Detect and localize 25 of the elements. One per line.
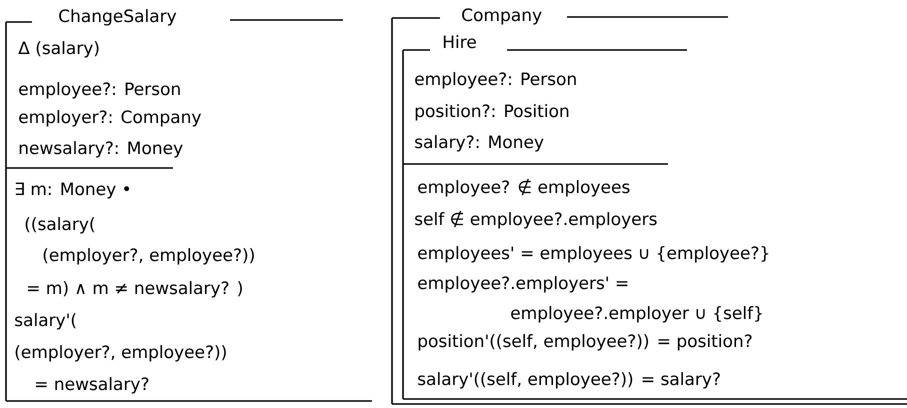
declaration: employee?: Person <box>19 82 180 99</box>
declaration: position?: Position <box>416 104 568 121</box>
predicate: employee? ∉ employees <box>418 178 630 197</box>
predicate: = m) ∧ m ≠ newsalary? ) <box>28 281 242 298</box>
predicate: employees' = employees ∪ {employee?} <box>418 246 768 263</box>
predicate: (employer?, employee?)) <box>16 345 226 362</box>
predicate: employee?.employer ∪ {self} <box>511 306 762 323</box>
declaration: salary?: Money <box>415 135 544 152</box>
predicate: (employer?, employee?)) <box>44 248 254 265</box>
predicate: ((salary( <box>26 217 94 234</box>
predicate: salary'( <box>15 313 76 330</box>
predicate: position'((self, employee?)) = position? <box>418 334 752 351</box>
predicate: salary'((self, employee?)) = salary? <box>418 372 720 389</box>
schema-title: Company <box>462 8 542 25</box>
schema-title: ChangeSalary <box>59 9 176 26</box>
predicate: self ∉ employee?.employers <box>415 210 657 229</box>
predicate: ∃ m: Money • <box>16 182 130 199</box>
schema-box <box>5 9 372 402</box>
declaration: employer?: Company <box>19 110 201 127</box>
declaration: employee?: Person <box>415 72 576 89</box>
schema-title: Hire <box>444 35 476 48</box>
declaration: Δ (salary) <box>18 41 98 58</box>
predicate: employee?.employers' = <box>418 276 628 293</box>
predicate: = newsalary? <box>36 377 148 394</box>
declaration: newsalary?: Money <box>20 141 183 158</box>
